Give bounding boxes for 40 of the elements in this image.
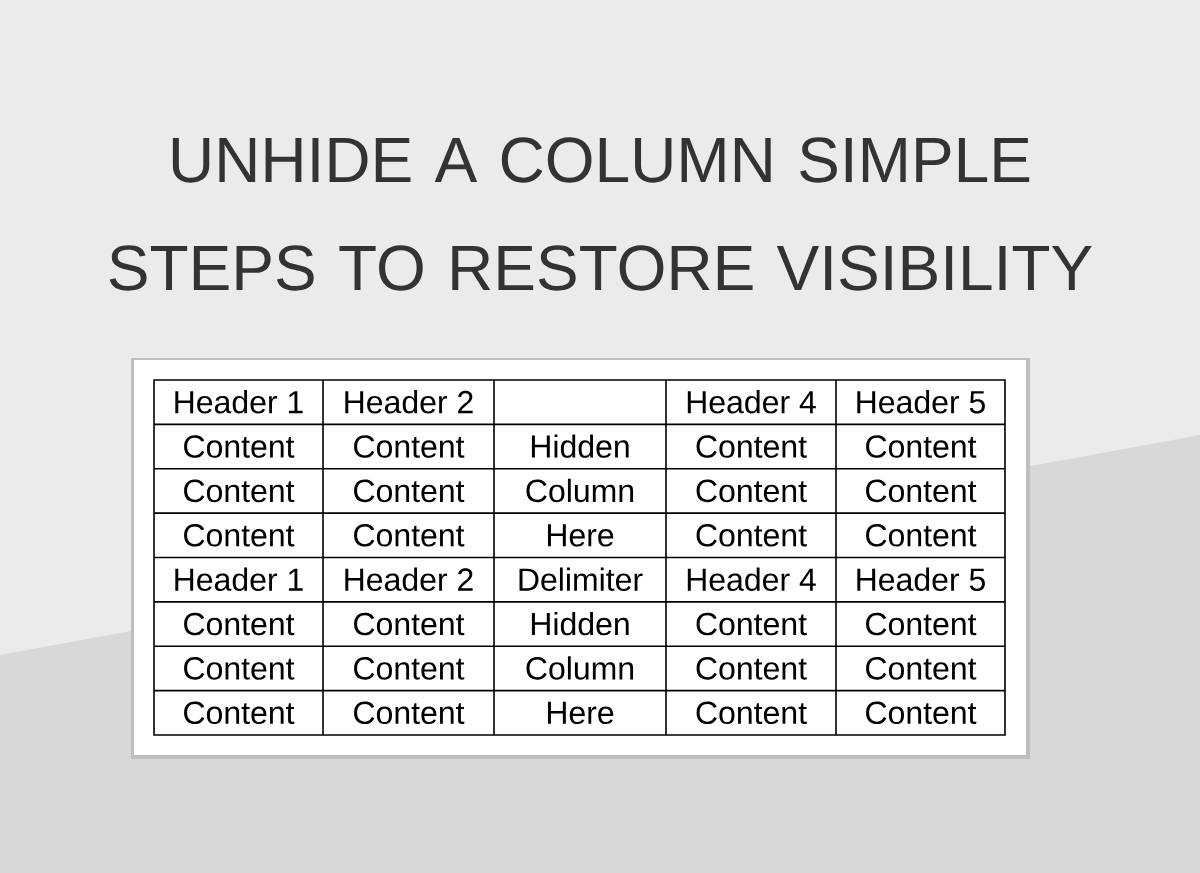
table-text: Content <box>866 657 977 680</box>
table-text: Content <box>354 435 465 458</box>
table-text: Content <box>354 479 465 503</box>
table-text: Content <box>184 435 295 458</box>
table-text: Content <box>866 479 977 503</box>
table-text: Content <box>354 701 465 725</box>
table-text: Content <box>866 701 977 725</box>
table-text: Header 5 <box>857 567 985 591</box>
table-text: Content <box>696 657 807 680</box>
table-text: Hidden <box>531 434 629 458</box>
table-text: Content <box>696 701 807 725</box>
table-text: Content <box>696 479 807 503</box>
table-text: Content <box>696 435 807 458</box>
table-text: Content <box>354 612 465 636</box>
table-text: Header 1 <box>175 567 303 591</box>
table-text: Content <box>866 612 977 636</box>
table-text: Header 4 <box>687 567 816 591</box>
table-text: Content <box>184 479 295 503</box>
table-text: Content <box>184 657 295 680</box>
table-text: Here <box>547 701 614 725</box>
table-text: Content <box>354 524 465 547</box>
table-text: Delimiter <box>519 567 643 591</box>
title: UNHIDE A COLUMN SIMPLE STEPS TO RESTORE VISIBILITY <box>109 137 1092 291</box>
table-text: Content <box>184 612 295 636</box>
table-text: Content <box>866 435 977 458</box>
table-text: Content <box>354 657 465 680</box>
table-text: Content <box>866 524 977 547</box>
table-text: Content <box>696 524 807 547</box>
table-text: Header 1 <box>175 390 303 414</box>
table-text: Column <box>526 656 634 680</box>
table-text: Content <box>184 524 295 547</box>
table-text: Column <box>526 478 634 503</box>
table-text: Header 2 <box>345 390 473 414</box>
table-text: Content <box>184 701 295 725</box>
table-text: Header 4 <box>687 390 816 414</box>
table-text: Hidden <box>531 611 629 636</box>
table-text: Header 5 <box>857 390 985 414</box>
table-text: Content <box>696 612 807 636</box>
table-text: Header 2 <box>345 567 473 591</box>
table-text: Here <box>547 524 614 547</box>
